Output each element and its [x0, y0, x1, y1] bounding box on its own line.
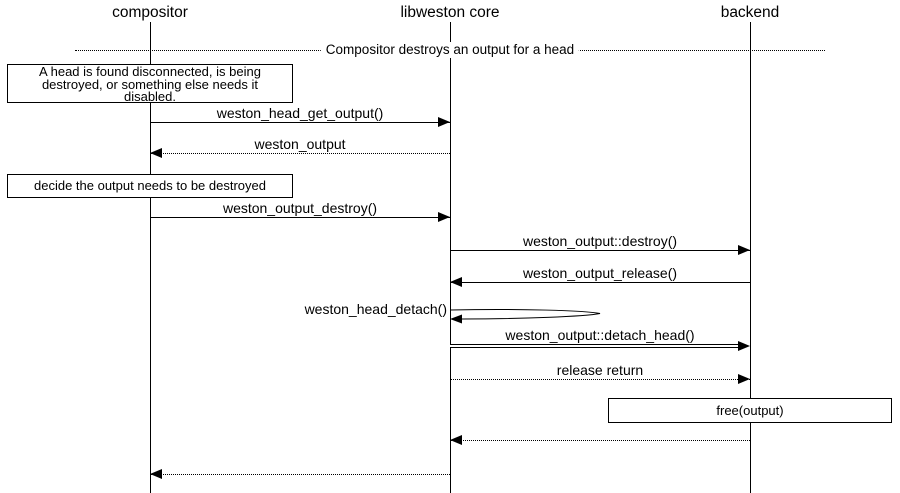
note-decide-destroy: decide the output needs to be destroyed — [7, 174, 293, 198]
note-line: disabled. — [123, 89, 177, 104]
arrowhead-right-icon — [738, 374, 750, 384]
message-label-weston-output: weston_output — [254, 136, 346, 152]
arrowhead-right-icon — [738, 340, 750, 351]
participant-backend: backend — [720, 4, 780, 21]
lifeline-libweston-core — [450, 22, 451, 493]
message-line-output-destroy — [150, 217, 450, 218]
message-line-return-backend — [450, 440, 750, 441]
message-label-head-detach: weston_head_detach() — [304, 301, 447, 317]
arrowhead-left-icon — [450, 277, 462, 287]
lifeline-compositor — [150, 22, 151, 493]
participant-libweston-core: libweston core — [400, 4, 500, 21]
arrowhead-left-icon — [450, 435, 462, 445]
arrowhead-right-icon — [438, 212, 450, 222]
arrowhead-left-icon — [150, 469, 162, 479]
note-head-disconnected: A head is found disconnected, is being d… — [7, 64, 293, 103]
arrowhead-right-icon — [738, 245, 750, 255]
message-label-release-return: release return — [556, 362, 644, 378]
message-line-get-output — [150, 122, 450, 123]
arrowhead-right-icon — [438, 117, 450, 127]
message-line-release-return — [450, 379, 750, 380]
message-label-get-output: weston_head_get_output() — [216, 105, 384, 121]
message-label-vfunc-destroy: weston_output::destroy() — [522, 233, 678, 249]
message-line-vfunc-detach-head — [450, 344, 738, 348]
message-line-return-compositor — [150, 474, 450, 475]
arrowhead-left-icon — [450, 314, 462, 324]
lifeline-backend — [750, 22, 751, 493]
divider-label: Compositor destroys an output for a head — [320, 42, 580, 58]
message-line-output-release — [450, 282, 750, 283]
participant-compositor: compositor — [112, 4, 188, 21]
note-line: A head is found disconnected, is being — [39, 64, 261, 79]
arrowhead-left-icon — [150, 148, 162, 158]
message-label-output-destroy: weston_output_destroy() — [222, 200, 378, 216]
message-label-vfunc-detach-head: weston_output::detach_head() — [505, 327, 695, 343]
message-label-output-release: weston_output_release() — [522, 265, 678, 281]
self-message-loop — [450, 308, 601, 324]
note-line: destroyed, or something else needs it — [41, 76, 259, 92]
message-line-weston-output — [150, 153, 450, 154]
message-line-vfunc-destroy — [450, 250, 750, 251]
note-free-output: free(output) — [608, 398, 892, 423]
